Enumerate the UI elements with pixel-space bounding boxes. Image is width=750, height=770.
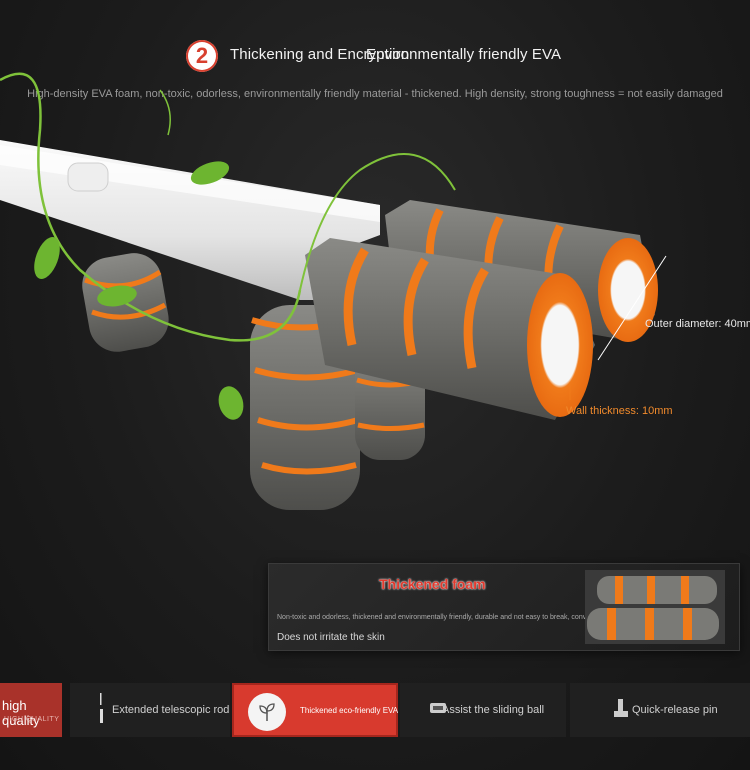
tab-eco-friendly-eva-label: Thickened eco-friendly EVA <box>300 705 399 715</box>
card-note: Does not irritate the skin <box>277 632 385 643</box>
vine <box>0 72 302 342</box>
feature-tab-bar: high quality HIGH QUALITY Extended teles… <box>0 683 750 737</box>
leaf <box>218 386 244 420</box>
tab-quick-release-pin[interactable]: Quick-release pin <box>570 683 750 737</box>
tab-high-quality[interactable]: high quality HIGH QUALITY <box>0 683 62 737</box>
lower-handle-foam <box>305 238 595 420</box>
lower-foam-end <box>527 273 593 417</box>
step-number-badge: 2 <box>186 40 218 72</box>
leaf-icon <box>248 693 286 731</box>
leaf <box>97 285 137 307</box>
upper-foam-end <box>598 238 658 342</box>
pin-icon <box>614 699 628 717</box>
tab-sliding-ball[interactable]: Assist the sliding ball <box>400 683 566 737</box>
card-description: Non-toxic and odorless, thickened and en… <box>277 614 629 621</box>
tab-telescopic-rod-label: Extended telescopic rod <box>112 704 230 716</box>
thickened-foam-card: Thickened foam Non-toxic and odorless, t… <box>268 563 740 651</box>
leaf <box>34 236 60 280</box>
leaf <box>190 161 230 185</box>
product-illustration <box>0 72 667 510</box>
section-header: 2 Thickening and Encryption Environmenta… <box>0 40 750 76</box>
rod-icon <box>100 693 103 723</box>
tab-telescopic-rod[interactable]: Extended telescopic rod <box>70 683 230 737</box>
section-title: Thickening and Encryption Environmentall… <box>230 46 561 63</box>
foam-thumbnail-image <box>585 570 725 644</box>
tab-sliding-ball-label: Assist the sliding ball <box>442 704 545 716</box>
diameter-dimension-line <box>597 255 667 361</box>
tab-eco-friendly-eva[interactable]: Thickened eco-friendly EVA <box>232 683 398 737</box>
card-title: Thickened foam <box>379 576 486 592</box>
ball-icon <box>430 703 446 713</box>
tab-quick-release-pin-label: Quick-release pin <box>632 704 718 716</box>
tab-high-quality-sublabel: HIGH QUALITY <box>4 716 60 723</box>
title-part2: Environmentally friendly EVA <box>366 46 562 63</box>
tab-high-quality-label: high quality <box>2 698 40 728</box>
title-part1: Thickening and Encryption <box>230 46 410 63</box>
wall-thickness-callout: Wall thickness: 10mm <box>566 405 673 417</box>
outer-diameter-callout: Outer diameter: 40mm <box>645 318 750 330</box>
section-subtitle: High-density EVA foam, non-toxic, odorle… <box>27 88 723 100</box>
